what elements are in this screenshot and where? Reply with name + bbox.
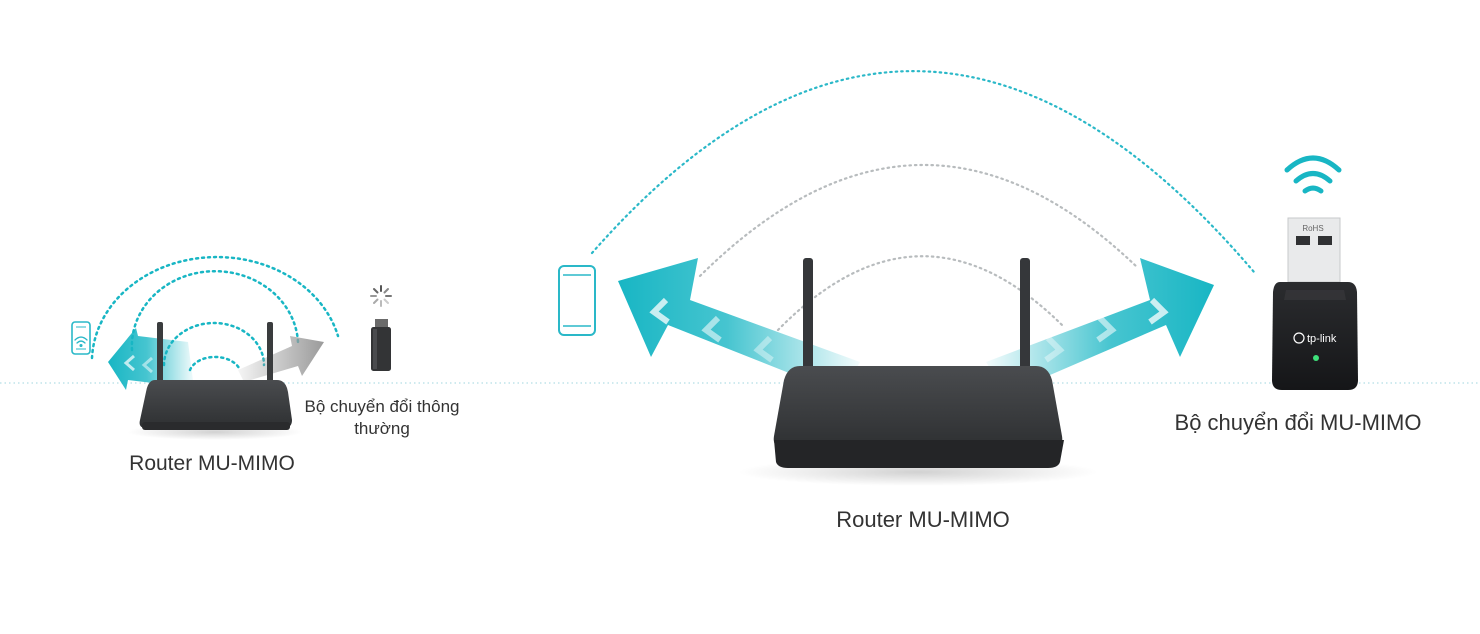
chevron-icon <box>1096 315 1117 343</box>
adapter-plug-marks: RoHS <box>1302 224 1323 233</box>
chevron-icon <box>649 297 670 325</box>
left-router-label: Router MU-MIMO <box>129 452 295 475</box>
wifi-icon <box>74 336 88 348</box>
signal-arc-mid <box>130 269 300 352</box>
smartphone-icon <box>71 321 91 355</box>
arrow-icon <box>986 258 1214 394</box>
arrow-icon <box>618 258 860 394</box>
loading-spinner-icon <box>370 285 392 307</box>
left-scene <box>71 255 392 440</box>
arrow-icon <box>108 328 194 390</box>
signal-arc-inner <box>776 255 1064 332</box>
arrow-icon <box>238 336 324 382</box>
signal-arc-outer <box>90 255 340 360</box>
signal-arc-mid <box>698 163 1140 278</box>
adapter-brand-logo: tp-link <box>1307 333 1337 345</box>
smartphone-icon <box>558 265 596 336</box>
usb-adapter-icon: RoHS tp-link <box>1272 217 1358 390</box>
right-router-label: Router MU-MIMO <box>836 507 1010 532</box>
router-icon <box>738 258 1098 486</box>
chevron-icon <box>123 354 135 372</box>
left-adapter-label: Bộ chuyển đổi thông thường <box>304 397 460 438</box>
chevron-icon <box>1044 335 1065 363</box>
signal-arc-core <box>188 355 242 372</box>
router-icon <box>127 322 303 440</box>
chevron-icon <box>701 315 722 343</box>
chevron-icon <box>1148 297 1169 325</box>
signal-arc-outer <box>590 70 1256 274</box>
right-scene: RoHS tp-link <box>558 70 1358 486</box>
usb-adapter-icon <box>371 319 391 371</box>
wifi-icon <box>1284 155 1342 194</box>
chevron-icon <box>141 356 153 374</box>
chevron-icon <box>753 335 774 363</box>
right-adapter-label: Bộ chuyển đổi MU-MIMO <box>1174 410 1422 435</box>
